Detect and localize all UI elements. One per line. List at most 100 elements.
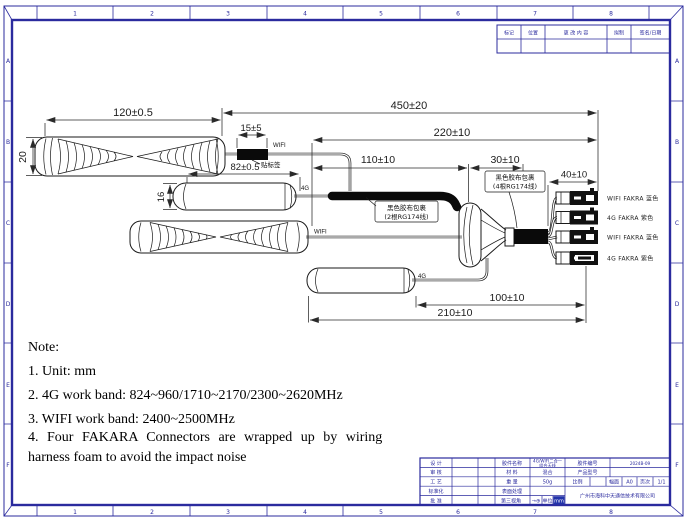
grid-top-4: 4 <box>303 11 307 18</box>
fakra-connector-1 <box>555 188 598 205</box>
connector-label-3: WIFI FAKRA 蓝色 <box>607 234 659 242</box>
tb-part-name-2: 组合天线 <box>539 462 557 469</box>
grid-left-d: D <box>6 301 11 308</box>
grid-right-f: F <box>675 462 679 469</box>
tb-unit-value: mm <box>554 498 564 504</box>
notes-block: Note: 1. Unit: mm 2. 4G work band: 824~9… <box>28 340 382 465</box>
grid-left-c: C <box>6 220 10 227</box>
cable-label-sticker <box>237 149 268 160</box>
tb-company: 广州市海科中天通信技术有限公司 <box>580 493 655 500</box>
title-block: 设 计 审 核 工 艺 标准化 批 准 胶件名称 4G/WIFI二合一 组合天线… <box>419 457 671 506</box>
note-3: 3. WIFI work band: 2400~2500MHz <box>28 412 235 427</box>
dim-30: 30±10 <box>490 154 519 166</box>
tb-design: 设 计 <box>430 460 442 467</box>
dim-15: 15±5 <box>240 123 261 134</box>
tb-part-name-1: 4G/WIFI二合一 <box>533 458 562 465</box>
tb-sheet-label: 幅面 <box>609 479 619 486</box>
tb-page-value: 1/1 <box>657 480 665 486</box>
grid-right-b: B <box>675 139 679 146</box>
connector-label-2: 4G FAKRA 紫色 <box>607 214 654 222</box>
rev-col-content: 更 改 内 容 <box>564 30 589 37</box>
grid-top-7: 7 <box>533 11 537 18</box>
grid-bot-5: 5 <box>379 509 383 516</box>
connector-label-4: 4G FAKRA 紫色 <box>607 255 654 263</box>
wrap4-line1: 黑色胶布包裹 <box>496 173 536 182</box>
tb-weight-value: 50g <box>543 480 553 486</box>
grid-right-d: D <box>675 301 680 308</box>
wrap2-line1: 黑色胶布包裹 <box>387 203 427 212</box>
grid-left-e: E <box>6 382 10 389</box>
grid-references: 1 2 3 4 5 6 7 8 1 2 3 4 5 6 7 8 A B C D … <box>6 11 680 517</box>
fanout-wires <box>546 196 559 260</box>
wifi-cable-label-2: WIFI <box>314 230 327 236</box>
connector-labels: WIFI FAKRA 蓝色 4G FAKRA 紫色 WIFI FAKRA 蓝色 … <box>607 195 659 263</box>
rev-col-draft: 拟制 <box>614 30 624 37</box>
wifi-cable-label-1: WIFI <box>273 143 286 149</box>
tb-scale-label: 比例 <box>572 479 582 486</box>
fakra-connectors <box>555 188 598 265</box>
dim-40: 40±10 <box>561 170 587 181</box>
grid-right-a: A <box>675 58 680 65</box>
tb-unit-label: 单位 <box>542 497 552 504</box>
grid-bot-4: 4 <box>303 509 307 516</box>
grid-top-1: 1 <box>73 11 77 18</box>
grid-bot-8: 8 <box>609 509 613 516</box>
tb-standard: 标准化 <box>428 488 443 495</box>
grid-bot-6: 6 <box>456 509 460 516</box>
connector-label-1: WIFI FAKRA 蓝色 <box>607 195 659 203</box>
grid-top-8: 8 <box>609 11 613 18</box>
unit-highlight <box>553 496 565 505</box>
tb-part-no-label: 胶件编号 <box>577 460 597 467</box>
grid-right-c: C <box>675 220 679 227</box>
wrap-callout-2wire: 黑色胶布包裹 (2根RG174线) <box>365 197 439 223</box>
grid-bot-2: 2 <box>150 509 154 516</box>
tb-angle-label: 第三视角 <box>501 497 521 504</box>
grid-top-6: 6 <box>456 11 460 18</box>
dimensions: 120±0.5 20 450±20 220±10 110±10 30±10 40… <box>17 100 599 323</box>
antenna-wifi-2 <box>129 220 309 254</box>
grid-left-a: A <box>6 58 11 65</box>
wrap-callout-4wire: 黑色胶布包裹 (4根RG174线) <box>484 170 546 229</box>
dim-450: 450±20 <box>391 100 428 112</box>
harness-funnel <box>458 202 515 268</box>
rev-col-signdate: 签名/日期 <box>640 30 662 37</box>
antenna-wifi-1 <box>34 136 226 177</box>
third-angle-symbol-icon: →⊕ <box>532 498 540 504</box>
dim-82: 82±0.5 <box>231 162 260 173</box>
grid-top-3: 3 <box>226 11 230 18</box>
wrap2-line2: (2根RG174线) <box>384 212 428 221</box>
grid-top-5: 5 <box>379 11 383 18</box>
rev-col-mark: 标记 <box>504 30 514 37</box>
dim-120: 120±0.5 <box>113 107 153 119</box>
tb-sheet-value: A0 <box>626 480 633 486</box>
dim-16: 16 <box>156 192 167 203</box>
note-4: 4. Four FAKARA Connectors are wrapped up… <box>28 430 382 445</box>
grid-bot-7: 7 <box>533 509 537 516</box>
g4-cable-label-1: 4G <box>301 186 309 192</box>
antenna-4g-2 <box>306 267 416 294</box>
grid-bot-3: 3 <box>226 509 230 516</box>
black-tape-bundle-4wire <box>514 229 548 244</box>
fakra-connector-3 <box>555 227 598 244</box>
tb-approve: 批 准 <box>430 497 442 504</box>
grid-right-e: E <box>675 382 679 389</box>
sticker-label: 贴标签 <box>261 160 281 169</box>
grid-left-b: B <box>6 139 10 146</box>
dim-100: 100±10 <box>490 292 525 304</box>
grid-top-2: 2 <box>150 11 154 18</box>
tb-material-value: 混合 <box>542 469 552 476</box>
revision-table: 标记 位置 更 改 内 容 拟制 签名/日期 <box>496 24 671 54</box>
grid-left-f: F <box>6 462 10 469</box>
grid-bot-1: 1 <box>73 509 77 516</box>
tb-part-name-label: 胶件名称 <box>502 460 522 467</box>
sheet-frame <box>3 5 684 517</box>
dim-220: 220±10 <box>434 127 471 139</box>
tb-check: 审 核 <box>430 469 442 476</box>
coax-cables <box>225 152 489 282</box>
wrap4-line2: (4根RG174线) <box>493 182 537 191</box>
rev-col-position: 位置 <box>528 30 538 37</box>
note-2: 2. 4G work band: 824~960/1710~2170/2300~… <box>28 388 343 403</box>
antenna-4g-1 <box>172 182 297 211</box>
